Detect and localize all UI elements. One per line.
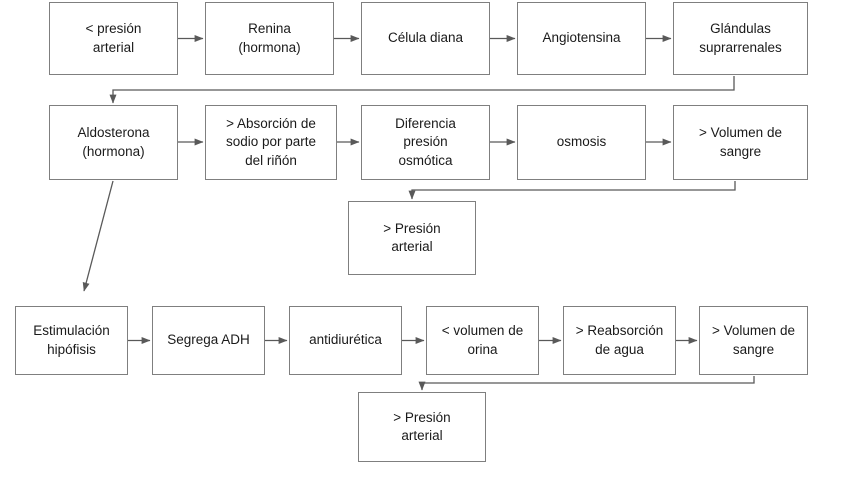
arrow-n6-n12 [82,180,114,292]
node-presion-arterial-media[interactable]: > Presión arterial [348,201,476,275]
node-antidiuretica[interactable]: antidiurética [289,306,402,375]
node-angiotensina[interactable]: Angiotensina [517,2,646,75]
node-reabsorcion-agua[interactable]: > Reabsorción de agua [563,306,676,375]
node-absorcion-sodio[interactable]: > Absorción de sodio por parte del riñón [205,105,337,180]
node-glandulas-suprarrenales[interactable]: Glándulas suprarrenales [673,2,808,75]
node-segrega-adh[interactable]: Segrega ADH [152,306,265,375]
node-volumen-sangre-superior[interactable]: > Volumen de sangre [673,105,808,180]
node-volumen-sangre-inferior[interactable]: > Volumen de sangre [699,306,808,375]
node-presion-arterial-baja[interactable]: < presión arterial [49,2,178,75]
node-volumen-orina[interactable]: < volumen de orina [426,306,539,375]
node-celula-diana[interactable]: Célula diana [361,2,490,75]
arrow-n17-n18 [418,376,755,391]
node-diferencia-presion-osmotica[interactable]: Diferencia presión osmótica [361,105,490,180]
node-estimulacion-hipofisis[interactable]: Estimulación hipófisis [15,306,128,375]
arrow-n10-n11 [408,181,736,200]
arrow-n5-n6 [109,76,735,104]
node-aldosterona[interactable]: Aldosterona (hormona) [49,105,178,180]
node-renina[interactable]: Renina (hormona) [205,2,334,75]
node-presion-arterial-final[interactable]: > Presión arterial [358,392,486,462]
node-osmosis[interactable]: osmosis [517,105,646,180]
